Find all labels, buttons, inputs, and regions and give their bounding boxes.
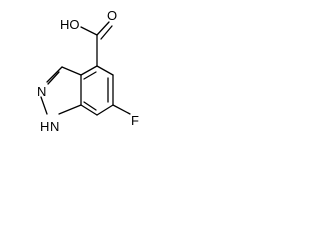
bond-c3a-c3: [61, 66, 82, 76]
bond-c-o-double-b: [100, 25, 113, 40]
atom-label-n1: N: [50, 119, 59, 134]
bond-c6-f: [112, 104, 131, 115]
atom-label-n2: N: [37, 84, 46, 99]
atom-label-f: F: [131, 113, 139, 128]
bond-c5-c6: [96, 104, 114, 116]
bond-n2-n1: [40, 96, 48, 115]
atom-label-n1-h: H: [40, 119, 49, 134]
atom-label-ho: HO: [60, 17, 80, 32]
bond-c3-n2: [46, 66, 63, 83]
bond-c7a-c3a: [80, 65, 98, 76]
atom-label-o: O: [107, 8, 117, 23]
bond-c3-n2-double: [47, 71, 60, 85]
bond-c6-c7: [80, 104, 98, 116]
bond-c-o-double-a: [96, 21, 110, 36]
bond-n1-c7a: [58, 104, 82, 115]
bond-c6-c7-inner: [83, 101, 97, 111]
bond-c-oh: [80, 26, 98, 36]
indazole-carboxylic-acid-structure: HO O N H N F: [37, 8, 139, 134]
bond-c3a-c4: [96, 65, 114, 76]
bond-c7a-c3a-inner: [83, 71, 97, 80]
